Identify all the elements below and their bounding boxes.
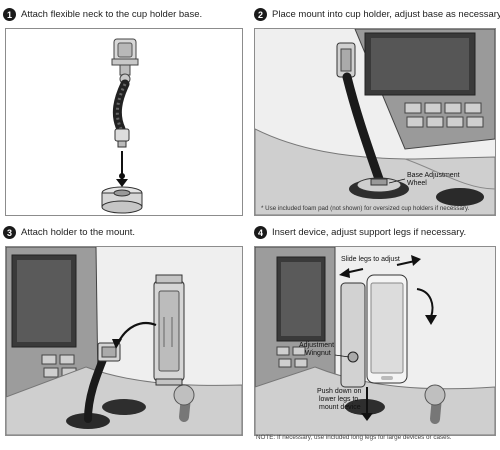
step-4-illustration: Slide legs to adjust Adjustment Wingnut …: [254, 246, 496, 436]
neck-end-plug: [114, 128, 130, 148]
phone-holder: [340, 282, 366, 388]
push-down-arrow-icon: [361, 387, 373, 421]
step-3-drawing: [6, 247, 242, 435]
base-adjustment-label-2: Wheel: [407, 180, 427, 187]
car-dashboard: [255, 247, 336, 388]
step-1-text: Attach flexible neck to the cup holder b…: [21, 9, 203, 20]
step-1-drawing: [101, 38, 143, 214]
slide-arrows-icon: [339, 255, 421, 278]
smartphone: [366, 274, 408, 384]
step-4-header: 4 Insert device, adjust support legs if …: [254, 226, 466, 239]
cup-holder-base: [101, 186, 143, 214]
adjustment-wingnut: [347, 351, 359, 363]
footer-note: NOTE: If necessary, use included long le…: [256, 434, 452, 441]
cup-holder-base: [349, 177, 409, 199]
step-4-text: Insert device, adjust support legs if ne…: [272, 227, 467, 238]
adjustment-label-2: Wingnut: [305, 350, 331, 357]
flexible-neck: [84, 353, 108, 423]
step-2-illustration: Base Adjustment Wheel * Use included foa…: [254, 28, 496, 216]
step-2-header: 2 Place mount into cup holder, adjust ba…: [254, 8, 500, 21]
step-1-number: 1: [3, 8, 16, 21]
step-3-text: Attach holder to the mount.: [21, 227, 136, 238]
mount-plate: [97, 342, 121, 362]
rotate-arrow-icon: [416, 288, 434, 318]
car-dashboard: [354, 29, 495, 150]
step-3-illustration: [5, 246, 243, 436]
foam-pad-footnote: * Use included foam pad (not shown) for …: [261, 205, 470, 212]
step-1-illustration: [5, 28, 243, 216]
down-arrow-icon: [116, 151, 128, 187]
mount-plate: [111, 38, 139, 66]
push-down-label: Push down on: [317, 388, 361, 395]
step-4-drawing: Slide legs to adjust Adjustment Wingnut …: [255, 247, 495, 435]
step-1-header: 1 Attach flexible neck to the cup holder…: [3, 8, 202, 21]
base-adjustment-label: Base Adjustment: [407, 172, 460, 179]
adjustment-label: Adjustment: [299, 342, 334, 349]
step-4-number: 4: [254, 226, 267, 239]
step-3-number: 3: [3, 226, 16, 239]
car-dashboard: [6, 247, 99, 398]
step-2-text: Place mount into cup holder, adjust base…: [272, 9, 500, 20]
push-down-label-2: lower legs to: [319, 396, 358, 403]
slide-legs-label: Slide legs to adjust: [341, 256, 400, 263]
flexible-neck: [112, 79, 130, 134]
flexible-neck: [342, 72, 384, 184]
phone-holder: [153, 274, 185, 386]
push-down-label-3: mount device: [319, 404, 361, 411]
mount-plate: [336, 42, 356, 78]
step-2-number: 2: [254, 8, 267, 21]
step-3-header: 3 Attach holder to the mount.: [3, 226, 135, 239]
step-2-drawing: Base Adjustment Wheel: [255, 29, 495, 215]
